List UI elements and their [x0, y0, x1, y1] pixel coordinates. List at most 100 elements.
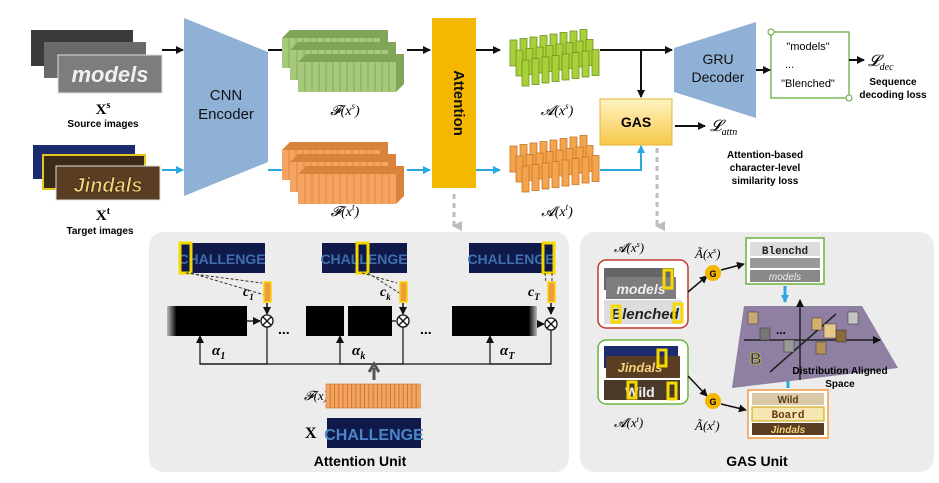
- feature-strip-bar: [381, 383, 387, 409]
- gas-attn-t-label: 𝓐(xt): [614, 415, 643, 430]
- g-op-target-label: G: [709, 397, 716, 407]
- challenge-crop-k-text: CHALLENGE: [320, 251, 407, 267]
- gas-out-target-word-1: Wild: [777, 395, 798, 406]
- alpha1-map: [167, 306, 247, 336]
- attended-feature-bar: [581, 50, 590, 78]
- gas-unit: 𝓐(xs) models Blenched Jindals Wild 𝓐(xt)…: [597, 237, 898, 469]
- cT-cell: [547, 281, 556, 303]
- alpha1-label: α1: [212, 343, 225, 362]
- ck-label: ck: [380, 285, 391, 302]
- multiply-op-T: [544, 317, 558, 331]
- attended-feature-bar: [551, 161, 560, 188]
- target-images-stack: Jindals: [33, 145, 161, 201]
- source-symbol: Xs: [96, 100, 111, 118]
- feature-strip-bar: [325, 383, 331, 409]
- attn-unit-feature-strip: [325, 383, 421, 409]
- arrow-attn-target-to-gas: [600, 145, 645, 171]
- attn-unit-x-label: X: [305, 425, 317, 442]
- feature-strip-bar: [403, 383, 408, 409]
- output-scroll: "models" ... "Blenched": [767, 28, 853, 102]
- attended-feature-bar: [551, 55, 560, 82]
- space-b-label: B: [750, 351, 762, 368]
- attn-unit-dots-1: ...: [278, 321, 290, 337]
- feature-strip-bar: [364, 383, 370, 409]
- alphak-map: [306, 306, 344, 336]
- attended-feature-bar: [531, 58, 540, 85]
- gas-unit-title: GAS Unit: [726, 453, 788, 469]
- gas-tilde-s-label: Ã(xs): [694, 246, 721, 261]
- challenge-crop-T: [469, 243, 554, 273]
- feature-map-top: [298, 166, 404, 174]
- feature-map-top: [282, 142, 388, 150]
- feature-strip-bar: [411, 383, 417, 409]
- attn-source-label: 𝓐(xs): [541, 101, 574, 119]
- distribution-aligned-space: [732, 306, 898, 388]
- ck-cell: [399, 281, 408, 303]
- gas-block: [599, 98, 673, 146]
- feat-target-label: 𝓕(xt): [331, 202, 360, 220]
- cT-label: cT: [528, 285, 540, 302]
- challenge-crop-k: [322, 243, 407, 273]
- alphak-label: αk: [352, 343, 365, 362]
- feature-strip-bar: [355, 383, 361, 409]
- attn-unit-feat-label: 𝓕(x): [304, 388, 328, 403]
- gas-target-word-1: Jindals: [618, 360, 663, 375]
- output-dots: ...: [785, 59, 794, 71]
- output-word-1: "models": [786, 41, 829, 53]
- feature-strip-bar: [377, 383, 382, 409]
- feature-strip-bar: [368, 383, 374, 409]
- feature-map-top: [298, 54, 404, 62]
- g-op-target: [705, 393, 721, 409]
- gas-source-word-2: Blenched: [611, 306, 679, 323]
- feature-strip-bar: [372, 383, 378, 409]
- multiply-op-k: [396, 314, 410, 328]
- source-images-stack: models: [31, 30, 163, 94]
- space-dots: ...: [776, 323, 786, 337]
- feat-source-label: 𝓕(xs): [330, 101, 360, 119]
- feature-map-top: [282, 30, 388, 38]
- alphaT-label: αT: [500, 343, 515, 362]
- attention-label: Attention: [450, 70, 467, 136]
- attended-feature-bar: [591, 49, 600, 76]
- attn-unit-dots-2: ...: [420, 321, 432, 337]
- g-op-source: [705, 265, 721, 281]
- attn-target-label: 𝓐(xt): [541, 202, 573, 220]
- gas-out-source-word-2: models: [769, 272, 801, 283]
- attended-feature-bar: [541, 56, 550, 84]
- source-caption: Source images: [67, 119, 139, 130]
- attn-target-maps: [509, 135, 600, 193]
- attn-loss-symbol: 𝓛attn: [710, 118, 737, 138]
- feature-strip-bar: [342, 383, 348, 409]
- target-image-word: Jindals: [74, 175, 143, 197]
- attended-feature-bar: [531, 164, 540, 191]
- challenge-crop-1: [180, 243, 265, 273]
- challenge-crop-T-text: CHALLENGE: [467, 251, 554, 267]
- alphak-map-2: [348, 306, 392, 336]
- feature-strip-bar: [415, 383, 421, 409]
- output-word-2: "Blenched": [781, 78, 835, 90]
- challenge-crop-1-text: CHALLENGE: [178, 251, 265, 267]
- gru-decoder-block: [674, 22, 756, 118]
- feature-strip-bar: [360, 383, 365, 409]
- gas-attn-s-label: 𝓐(xs): [614, 240, 644, 255]
- attended-feature-bar: [521, 165, 530, 193]
- attention-block: [432, 18, 476, 188]
- gas-out-target-word-3: Jindals: [771, 425, 806, 436]
- feature-strip-bar: [394, 383, 400, 409]
- feature-strip-bar: [385, 383, 391, 409]
- challenge-input-image: [327, 418, 421, 448]
- attended-feature-bar: [541, 162, 550, 190]
- feature-strip-bar: [398, 383, 404, 409]
- multiply-op-1: [260, 314, 274, 328]
- feature-strip-bar: [329, 383, 335, 409]
- target-symbol: Xt: [96, 206, 111, 224]
- source-image-word: models: [71, 62, 148, 87]
- c1-label: c1: [243, 285, 254, 302]
- gas-source-word-1: models: [616, 281, 665, 297]
- gas-out-source-word-1: Blenchd: [762, 246, 808, 258]
